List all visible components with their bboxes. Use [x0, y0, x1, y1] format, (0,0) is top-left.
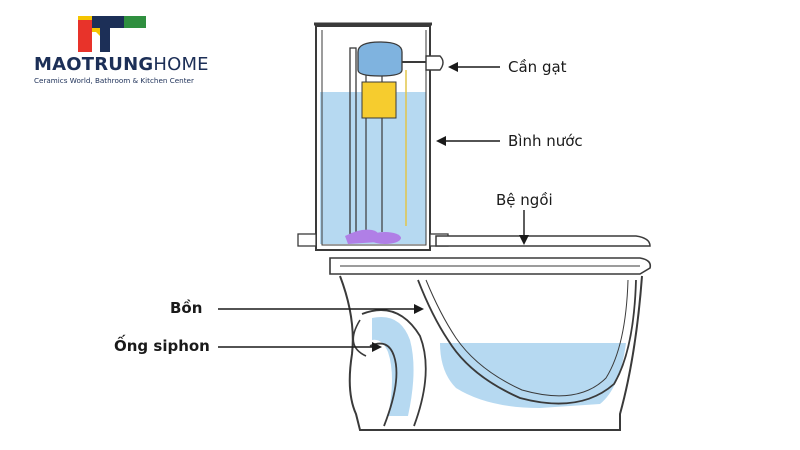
bowl-inner: [417, 279, 637, 405]
brand-name-bold: MAOTRUNG: [34, 54, 154, 75]
label-seat: Bệ ngồi: [496, 191, 553, 209]
brand-block: MAOTRUNGHOME Ceramics World, Bathroom & …: [12, 14, 222, 85]
brand-name-regular: HOME: [153, 54, 209, 75]
leader-arrows: [218, 62, 529, 352]
logo-green-tab: [124, 16, 146, 28]
logo-red-bar: [78, 20, 92, 52]
brand-logo-mark: [78, 16, 146, 52]
tank: [297, 22, 449, 251]
arrow-bowl-head: [414, 304, 424, 314]
arrow-lever-head: [448, 62, 458, 72]
seat-lid: [435, 235, 651, 247]
tank-inner-wall: [321, 30, 427, 246]
siphon-outer: [361, 309, 427, 427]
brand-tagline: Ceramics World, Bathroom & Kitchen Cente…: [34, 76, 194, 85]
float: [361, 81, 397, 119]
fill-valve-head: [357, 41, 403, 77]
siphon: [352, 309, 427, 427]
flapper-base: [369, 232, 401, 244]
bowl: [339, 275, 643, 431]
label-tank: Bình nước: [508, 132, 583, 150]
bowl-water: [440, 343, 626, 408]
lever-handle: [425, 55, 444, 71]
label-siphon: Ống siphon: [114, 337, 210, 355]
tank-bolt-left: [297, 233, 317, 247]
logo-navy-chevron: [92, 16, 124, 52]
arrow-seat-head: [519, 235, 529, 245]
seat-assembly: [329, 235, 652, 275]
tank-wall: [315, 25, 431, 251]
siphon-inner: [369, 342, 398, 427]
siphon-water: [372, 316, 414, 416]
siphon-trap-curve: [352, 319, 367, 357]
brand-name: MAOTRUNGHOME: [34, 54, 209, 75]
bowl-inner-2: [425, 279, 629, 397]
label-bowl: Bồn: [170, 299, 203, 317]
label-lever: Cần gạt: [508, 58, 567, 76]
arrow-siphon-head: [372, 342, 382, 352]
arrow-tank-head: [436, 136, 446, 146]
